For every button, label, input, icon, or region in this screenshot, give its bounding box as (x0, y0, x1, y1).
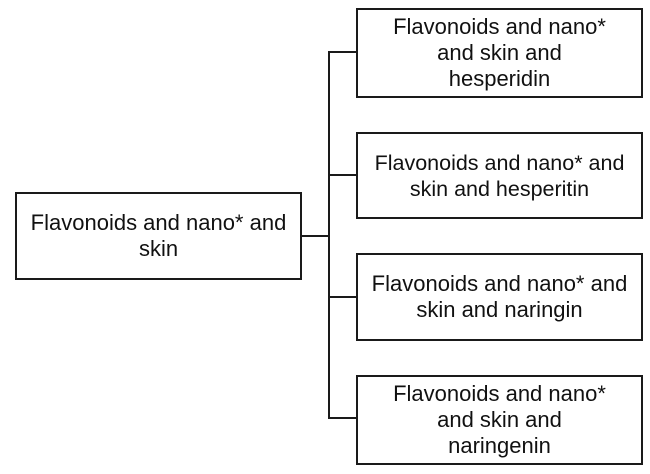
branch-connector-1 (328, 51, 357, 53)
child-node-label: Flavonoids and nano* and skin and hesper… (374, 150, 625, 201)
root-connector (301, 235, 330, 237)
child-node-naringin: Flavonoids and nano* and skin and naring… (356, 253, 643, 341)
child-node-label: Flavonoids and nano* and skin and naring… (393, 381, 606, 458)
branch-connector-3 (328, 296, 357, 298)
child-node-naringenin: Flavonoids and nano* and skin and naring… (356, 375, 643, 465)
root-node-label: Flavonoids and nano* and skin (30, 210, 287, 261)
root-node: Flavonoids and nano* and skin (15, 192, 302, 280)
trunk-line (328, 51, 330, 419)
branch-connector-2 (328, 174, 357, 176)
child-node-label: Flavonoids and nano* and skin and naring… (371, 271, 628, 322)
child-node-hesperidin: Flavonoids and nano* and skin and hesper… (356, 8, 643, 98)
branch-connector-4 (328, 417, 357, 419)
child-node-hesperitin: Flavonoids and nano* and skin and hesper… (356, 132, 643, 219)
child-node-label: Flavonoids and nano* and skin and hesper… (393, 14, 606, 91)
